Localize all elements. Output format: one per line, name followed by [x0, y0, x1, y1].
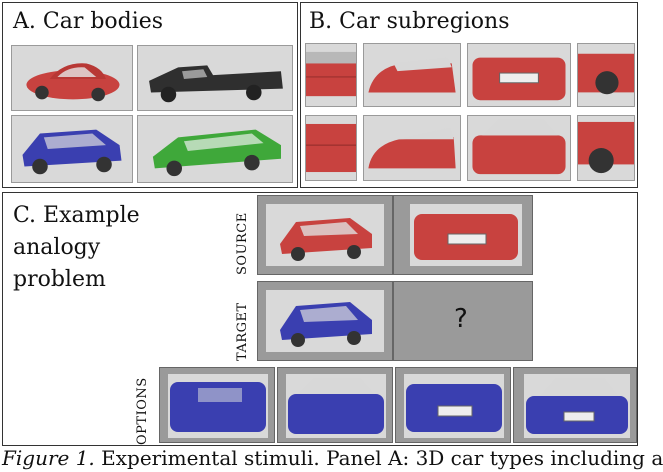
subregion-wheel-2 [577, 115, 635, 181]
figure-caption: Figure 1. Experimental stimuli. Panel A:… [2, 446, 663, 470]
panel-c: C. Example analogy problem SOURCE TARGET… [2, 192, 638, 446]
caption-text: Experimental stimuli. Panel A: 3D car ty… [94, 446, 663, 470]
subregion-front-1 [363, 43, 461, 107]
subregion-rear-1 [467, 43, 571, 107]
subregion-wheel-1 [577, 43, 635, 107]
black-truck-image [149, 65, 283, 103]
target-piece-unknown: ? [393, 281, 533, 361]
blue-suv-image [22, 129, 122, 175]
panel-b: B. Car subregions [300, 2, 638, 188]
red-sedan-image [26, 63, 120, 102]
option-4[interactable] [513, 367, 637, 443]
question-mark: ? [454, 304, 468, 334]
option-3[interactable] [395, 367, 511, 443]
panel-c-title-line-2: analogy [13, 235, 101, 260]
options-label: OPTIONS [135, 377, 150, 445]
target-blue-suv-image [280, 302, 372, 347]
car-body-blue-suv [11, 115, 133, 183]
source-label: SOURCE [235, 212, 250, 275]
panel-b-title: B. Car subregions [309, 9, 510, 34]
source-piece-car [257, 195, 393, 275]
panel-c-title-line-1: C. Example [13, 203, 140, 228]
subregion-side-2 [305, 115, 357, 181]
option-1[interactable] [159, 367, 275, 443]
panel-a-title: A. Car bodies [13, 9, 164, 34]
panel-c-title-line-3: problem [13, 267, 106, 292]
car-body-black-truck [137, 45, 293, 111]
subregion-front-2 [363, 115, 461, 181]
option-2[interactable] [277, 367, 393, 443]
car-body-green-wagon [137, 115, 293, 183]
panel-a: A. Car bodies [2, 2, 298, 188]
source-red-rear-image [414, 214, 518, 260]
source-piece-rear [393, 195, 533, 275]
green-wagon-image [152, 129, 281, 177]
target-label: TARGET [235, 302, 250, 361]
source-red-suv-image [280, 218, 372, 261]
subregion-side-1 [305, 43, 357, 107]
target-piece-car [257, 281, 393, 361]
caption-figure-label: Figure 1. [2, 446, 95, 470]
subregion-rear-2 [467, 115, 571, 181]
car-body-red-sedan [11, 45, 133, 111]
